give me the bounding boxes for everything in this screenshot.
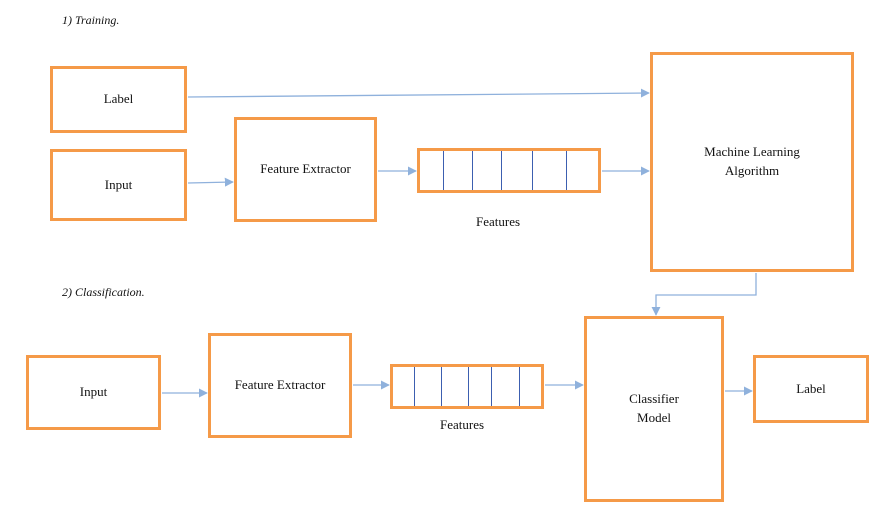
classifier-model-box: Classifier Model: [584, 316, 724, 502]
training-label-box: Label: [50, 66, 187, 133]
feature-cell-divider: [414, 367, 415, 406]
classification-feature-vector: [390, 364, 544, 409]
training-feature-extractor-box: Feature Extractor: [234, 117, 377, 222]
arrow-ml-to-classifier: [651, 273, 757, 316]
feature-cell-divider: [468, 367, 469, 406]
feature-cell-divider: [566, 151, 567, 190]
feature-cell-divider: [491, 367, 492, 406]
feature-cell-divider: [443, 151, 444, 190]
feature-cell-divider: [532, 151, 533, 190]
classification-features-caption: Features: [440, 417, 485, 432]
feature-cell-divider: [501, 151, 502, 190]
feature-cell-divider: [441, 367, 442, 406]
feature-cell-divider: [472, 151, 473, 190]
classification-input-box: Input: [26, 355, 161, 430]
feature-cell-divider: [519, 367, 520, 406]
arrow-input-to-extractor: [187, 177, 234, 187]
classification-label-box: Label: [753, 355, 869, 423]
classification-feature-extractor-box: Feature Extractor: [208, 333, 352, 438]
training-feature-vector: [417, 148, 601, 193]
classification-section-title: 2) Classification.: [62, 285, 145, 299]
arrow-label-to-ml: [187, 88, 650, 98]
training-input-box: Input: [50, 149, 187, 221]
ml-algorithm-box: Machine Learning Algorithm: [650, 52, 854, 272]
training-features-caption: Features: [476, 214, 521, 229]
training-section-title: 1) Training.: [62, 13, 120, 27]
